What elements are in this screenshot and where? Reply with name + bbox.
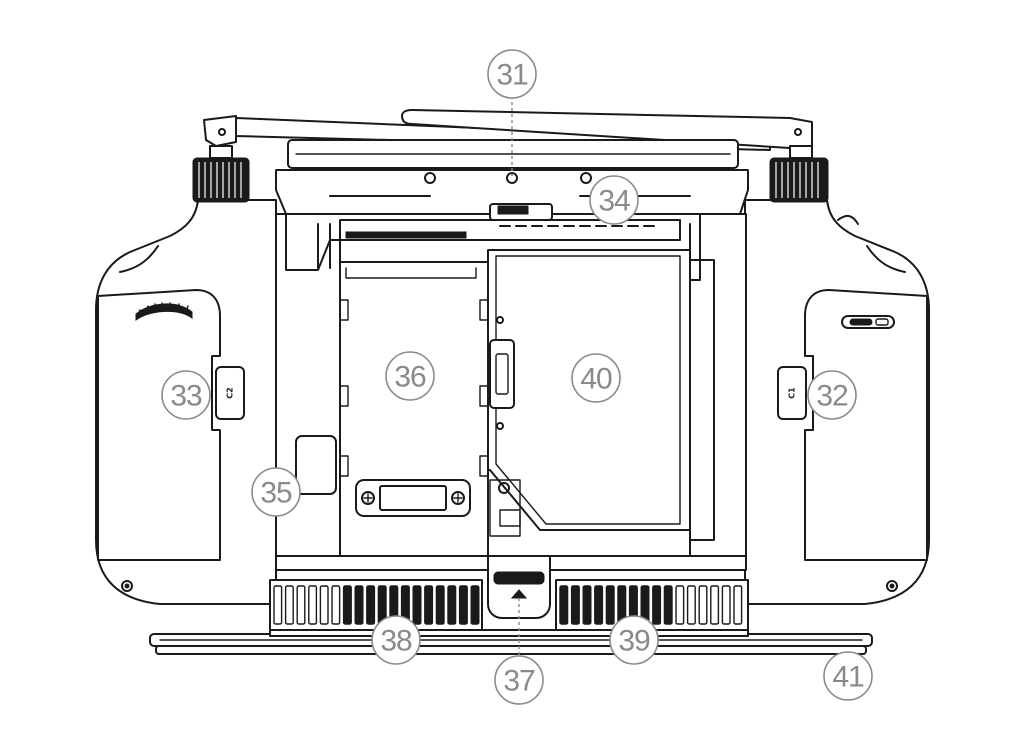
callout-31: 31 bbox=[487, 49, 537, 99]
vent-slot bbox=[733, 585, 743, 625]
vent-slot bbox=[582, 585, 592, 625]
left-antenna-knob[interactable] bbox=[192, 157, 250, 203]
left-compartment bbox=[339, 261, 489, 557]
vent-slot bbox=[284, 585, 294, 625]
vent-slot bbox=[424, 585, 434, 625]
vent-slot bbox=[447, 585, 457, 625]
left-grip: C2 bbox=[95, 199, 277, 605]
vent-slot bbox=[652, 585, 662, 625]
callout-number: 41 bbox=[832, 661, 864, 694]
callout-circle bbox=[385, 351, 435, 401]
c1-button[interactable]: C1 bbox=[777, 366, 807, 420]
vent-slot bbox=[273, 585, 283, 625]
vent-slot bbox=[458, 585, 468, 625]
side-port-cover bbox=[295, 435, 337, 495]
c2-button-label: C2 bbox=[226, 387, 235, 398]
left-dial-wheel bbox=[135, 302, 193, 321]
callout-circle bbox=[494, 655, 544, 705]
callout-circle bbox=[251, 467, 301, 517]
callout-37: 37 bbox=[494, 655, 544, 705]
callout-circle bbox=[589, 175, 639, 225]
callout-number: 32 bbox=[816, 380, 848, 413]
callout-circle bbox=[609, 615, 659, 665]
callout-number: 33 bbox=[170, 380, 202, 413]
vent-slot bbox=[663, 585, 673, 625]
vent-slot bbox=[698, 585, 708, 625]
callout-number: 35 bbox=[260, 477, 292, 510]
vent-slot bbox=[296, 585, 306, 625]
callout-35: 35 bbox=[251, 467, 301, 517]
vent-slot bbox=[366, 585, 376, 625]
callout-circle bbox=[807, 370, 857, 420]
callout-41: 41 bbox=[823, 651, 873, 701]
callout-number: 40 bbox=[580, 363, 612, 396]
vent-slot bbox=[435, 585, 445, 625]
vent-slot bbox=[605, 585, 615, 625]
right-antenna bbox=[401, 109, 829, 203]
vent-slot bbox=[686, 585, 696, 625]
c2-button[interactable]: C2 bbox=[215, 366, 245, 420]
vent-slot bbox=[319, 585, 329, 625]
vent-slot bbox=[470, 585, 480, 625]
vent-slot bbox=[721, 585, 731, 625]
callout-39: 39 bbox=[609, 615, 659, 665]
vent-slot bbox=[559, 585, 569, 625]
callout-circle bbox=[571, 353, 621, 403]
callout-number: 38 bbox=[380, 625, 412, 658]
callout-32: 32 bbox=[807, 370, 857, 420]
callout-circle bbox=[487, 49, 537, 99]
dsub-port bbox=[355, 479, 471, 517]
callout-circle bbox=[161, 370, 211, 420]
vent-slot bbox=[342, 585, 352, 625]
right-antenna-knob[interactable] bbox=[769, 157, 829, 203]
vent-slot bbox=[710, 585, 720, 625]
callout-number: 39 bbox=[618, 625, 650, 658]
callout-number: 36 bbox=[394, 361, 426, 394]
left-vent-grille bbox=[269, 579, 483, 631]
callout-38: 38 bbox=[371, 615, 421, 665]
right-vent-grille bbox=[555, 579, 749, 631]
callout-circle bbox=[371, 615, 421, 665]
callout-34: 34 bbox=[589, 175, 639, 225]
central-release-latch[interactable] bbox=[487, 555, 551, 619]
callout-number: 34 bbox=[598, 185, 630, 218]
callout-bubbles: 31 32 33 34 35 36 37 38 39 40 41 bbox=[161, 49, 873, 705]
vent-slot bbox=[675, 585, 685, 625]
record-button[interactable] bbox=[841, 315, 895, 329]
callout-number: 37 bbox=[503, 665, 535, 698]
vent-slot bbox=[570, 585, 580, 625]
vent-slot bbox=[354, 585, 364, 625]
vent-slot bbox=[594, 585, 604, 625]
vent-slot bbox=[412, 585, 422, 625]
vent-slot bbox=[308, 585, 318, 625]
callout-40: 40 bbox=[571, 353, 621, 403]
top-bracket bbox=[275, 139, 749, 241]
c1-button-label: C1 bbox=[788, 387, 797, 399]
callout-36: 36 bbox=[385, 351, 435, 401]
callout-33: 33 bbox=[161, 370, 211, 420]
callout-circle bbox=[823, 651, 873, 701]
vent-slot bbox=[331, 585, 341, 625]
callout-number: 31 bbox=[496, 59, 528, 92]
top-center-screw bbox=[506, 172, 518, 184]
